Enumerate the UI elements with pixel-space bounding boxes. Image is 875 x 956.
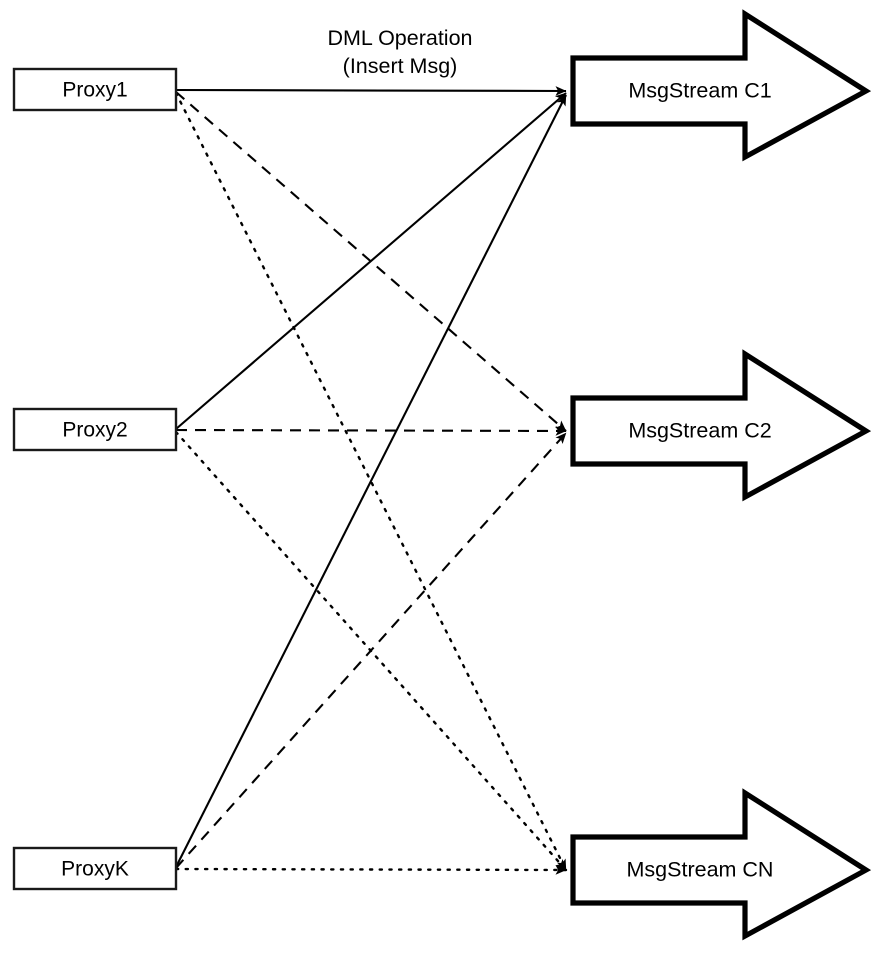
stream-c2-label: MsgStream C2 — [628, 419, 771, 443]
stream-node-cn[interactable]: MsgStream CN — [570, 788, 872, 941]
proxyk-label: ProxyK — [61, 858, 129, 881]
stream-node-c1[interactable]: MsgStream C1 — [570, 9, 872, 162]
link-proxy1-to-stream-c2 — [175, 91, 567, 432]
link-proxy1-to-stream-c1 — [175, 86, 567, 96]
proxy2-label: Proxy2 — [62, 419, 127, 442]
link-proxy2-to-stream-c1 — [175, 92, 567, 430]
link-group — [174, 86, 568, 875]
edge-caption-line1: DML Operation — [328, 26, 473, 50]
proxy2-box[interactable] — [12, 407, 178, 452]
proxy-node-proxy2[interactable]: Proxy2 — [12, 407, 178, 452]
stream-cn-arrow-shape[interactable] — [570, 788, 872, 941]
link-proxyk-to-stream-c2 — [175, 432, 567, 869]
stream-c1-arrow-shape[interactable] — [570, 9, 872, 162]
edge-caption: DML Operation (Insert Msg) — [328, 26, 473, 78]
stream-c1-label: MsgStream C1 — [628, 79, 771, 103]
stream-node-c2[interactable]: MsgStream C2 — [570, 349, 872, 502]
stream-cn-label: MsgStream CN — [627, 858, 774, 882]
link-proxy2-to-stream-c2 — [175, 426, 567, 436]
stream-node-group: MsgStream C1 MsgStream C2 MsgStream CN — [570, 9, 872, 941]
link-proxyk-to-stream-c1 — [175, 94, 567, 868]
proxy-node-group: Proxy1 Proxy2 ProxyK — [12, 67, 178, 891]
stream-c2-arrow-shape[interactable] — [570, 349, 872, 502]
link-proxy1-to-stream-cn — [174, 91, 568, 872]
proxy-node-proxy1[interactable]: Proxy1 — [12, 67, 178, 112]
proxy1-box[interactable] — [12, 67, 178, 112]
proxy1-label: Proxy1 — [62, 79, 127, 102]
proxyk-box[interactable] — [12, 846, 178, 891]
edge-caption-line2: (Insert Msg) — [343, 54, 458, 78]
proxy-node-proxyk[interactable]: ProxyK — [12, 846, 178, 891]
link-proxyk-to-stream-cn — [174, 865, 568, 875]
